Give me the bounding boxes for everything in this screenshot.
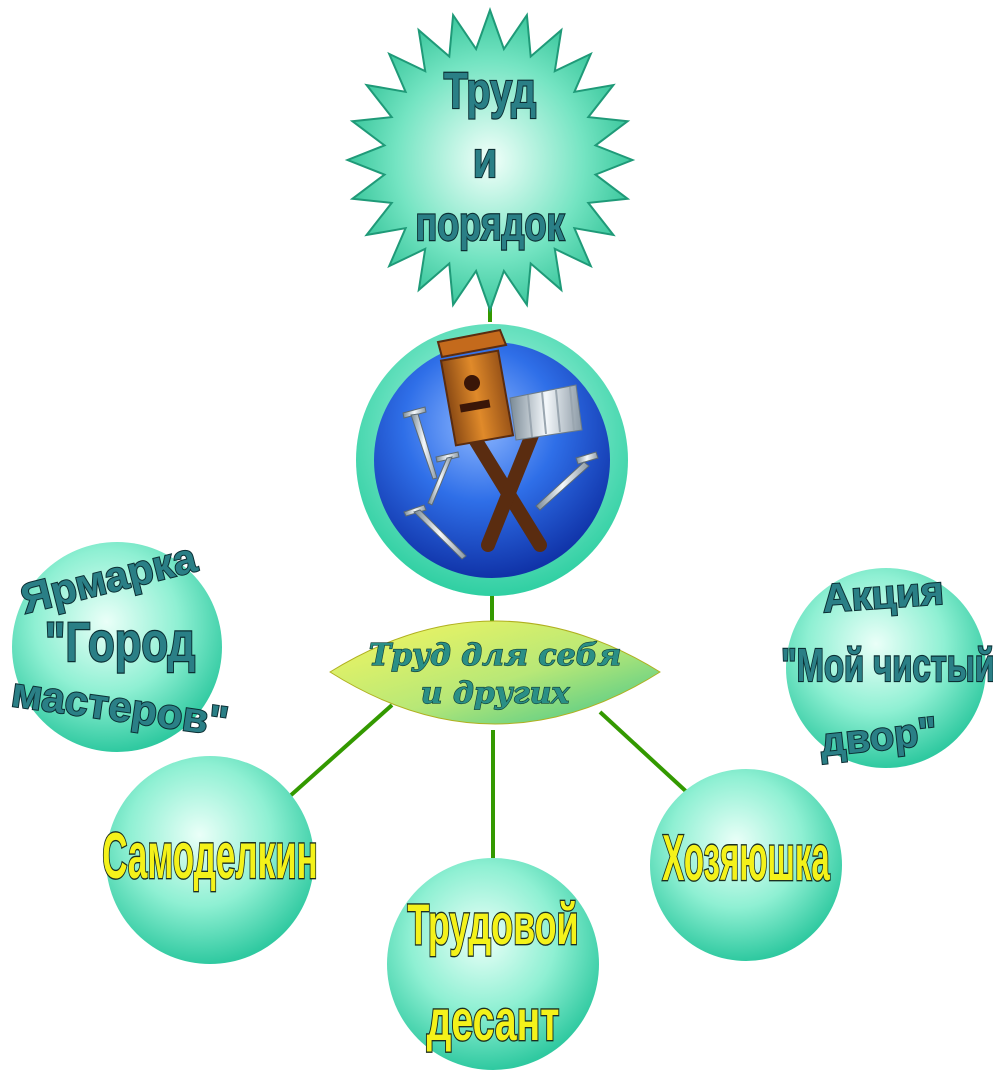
action-line-2: "Мой чистый [781,641,993,692]
fair-bubble [12,542,222,752]
hub-line-1: Труд для себя [369,638,622,673]
star-burst-shape [344,7,636,313]
action-line-1: Акция [821,569,945,621]
connector-hub-samodelkin [288,703,394,798]
hub-lens-shape [329,620,661,725]
action-node: Акция "Мой чистый двор" [780,568,993,768]
connector-lines [288,290,692,858]
hub-node: Труд для себя и других [329,620,661,725]
hostess-label: Хозяюшка [662,821,830,894]
title-line-2: и [473,131,497,188]
landing-line-1: Трудовой [407,894,578,958]
center-picture-node [356,324,628,596]
samodelkin-node: Самоделкин [101,756,319,964]
action-bubble [786,568,986,768]
fair-line-2: "Город [45,611,196,673]
title-line-3: порядок [415,197,565,250]
title-line-1: Труд [444,62,536,119]
landing-bubble [387,858,599,1070]
connector-hub-hostess [598,710,692,797]
fair-node: Ярмарка "Город мастеров" [8,532,232,752]
hostess-node: Хозяюшка [650,769,842,961]
hostess-bubble [650,769,842,961]
samodelkin-label: Самоделкин [102,821,318,893]
samodelkin-bubble [106,756,314,964]
title-star-node: Труд и порядок [344,7,636,313]
landing-node: Трудовой десант [387,858,599,1070]
birdhouse-hammer-nails-icon [402,328,599,560]
hub-line-2: и других [421,676,571,711]
landing-line-2: десант [427,989,560,1053]
